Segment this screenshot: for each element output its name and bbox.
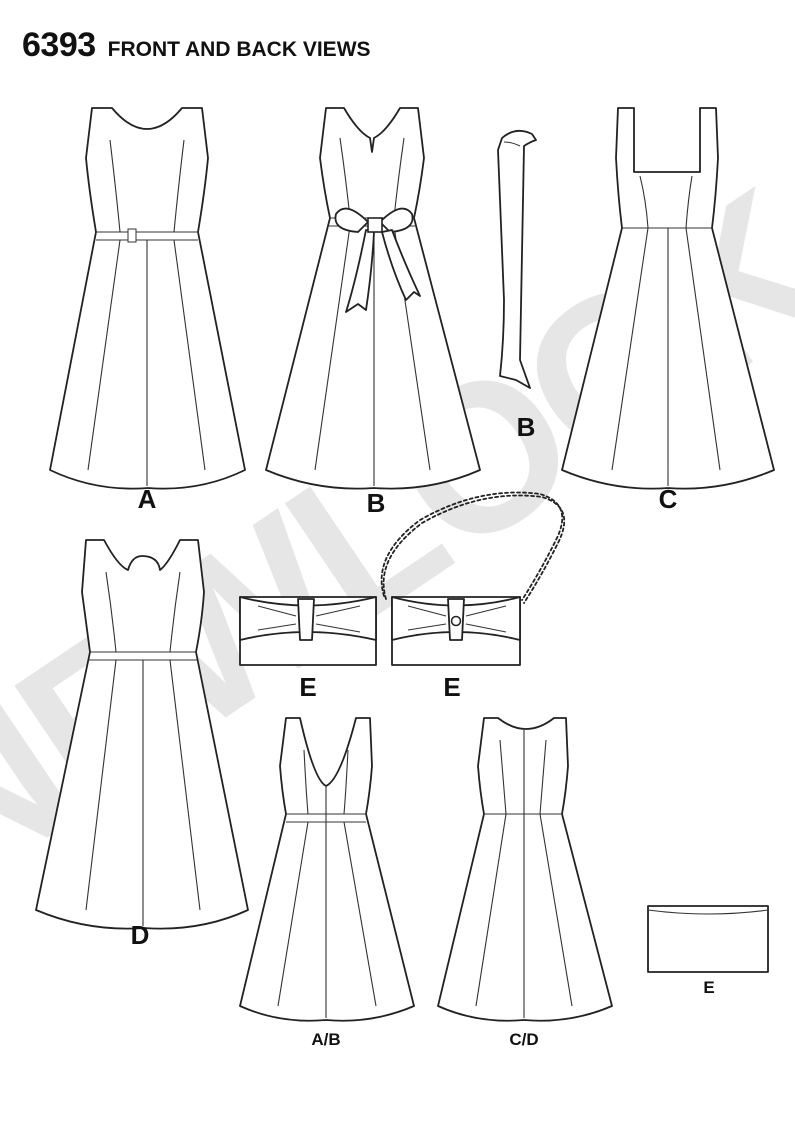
pattern-number: 6393 xyxy=(22,26,96,64)
view-label-sash-b: B xyxy=(516,412,536,442)
view-label-dress-b: B xyxy=(366,488,386,518)
sash-b-drawing xyxy=(497,129,537,389)
view-label-dress-d: D xyxy=(130,920,150,950)
page-title: FRONT AND BACK VIEWS xyxy=(107,38,371,61)
dress-c-drawing xyxy=(561,107,775,490)
view-label-clutch-back-e: E xyxy=(703,978,715,997)
clutch-e2-drawing xyxy=(380,491,566,666)
clutch-e1-drawing xyxy=(239,596,377,666)
back-cd-drawing xyxy=(437,717,613,1022)
clutch-back-e-drawing xyxy=(647,905,769,973)
view-label-clutch-e2: E xyxy=(443,672,461,702)
view-label-back-ab: A/B xyxy=(311,1030,341,1049)
dress-b-drawing xyxy=(265,107,481,490)
view-label-back-cd: C/D xyxy=(509,1030,539,1049)
dress-a-drawing xyxy=(49,107,246,490)
view-label-dress-c: C xyxy=(658,484,678,514)
view-label-clutch-e1: E xyxy=(299,672,317,702)
page-header: 6393 FRONT AND BACK VIEWS xyxy=(22,26,371,65)
dress-d-drawing xyxy=(35,539,249,930)
view-label-dress-a: A xyxy=(137,484,157,514)
back-ab-drawing xyxy=(239,717,415,1022)
